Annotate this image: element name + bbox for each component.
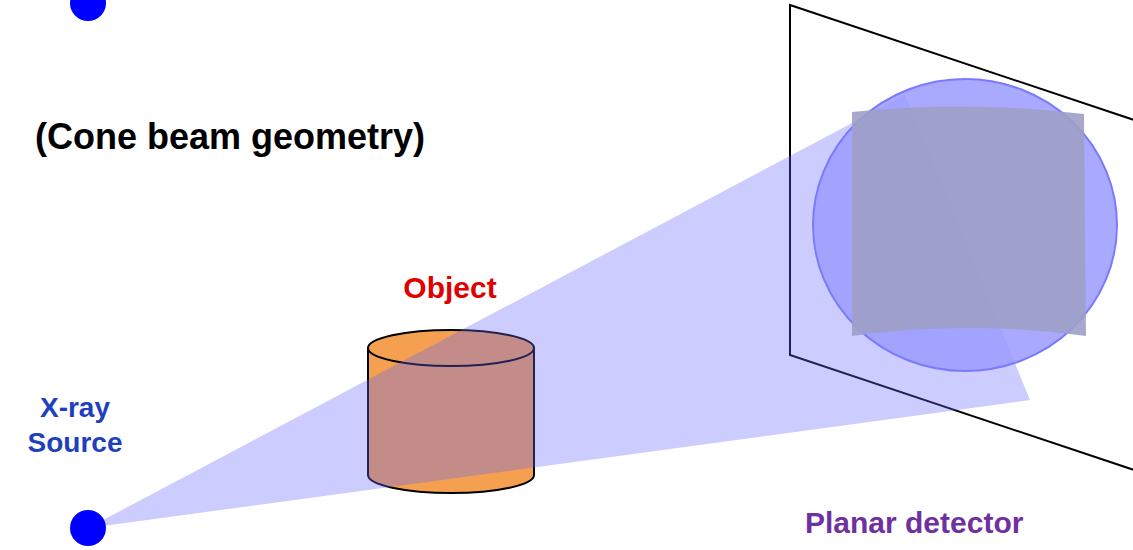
source-dot-top — [70, 0, 106, 21]
beam-footprint — [813, 79, 1117, 371]
x-ray-source-dot — [70, 510, 106, 546]
object-label: Object — [360, 270, 540, 306]
diagram-title: (Cone beam geometry) — [35, 116, 495, 158]
detector-active-area — [852, 106, 1086, 336]
detector-label: Planar detector — [805, 505, 1105, 541]
source-label: X-ray Source — [10, 390, 140, 460]
